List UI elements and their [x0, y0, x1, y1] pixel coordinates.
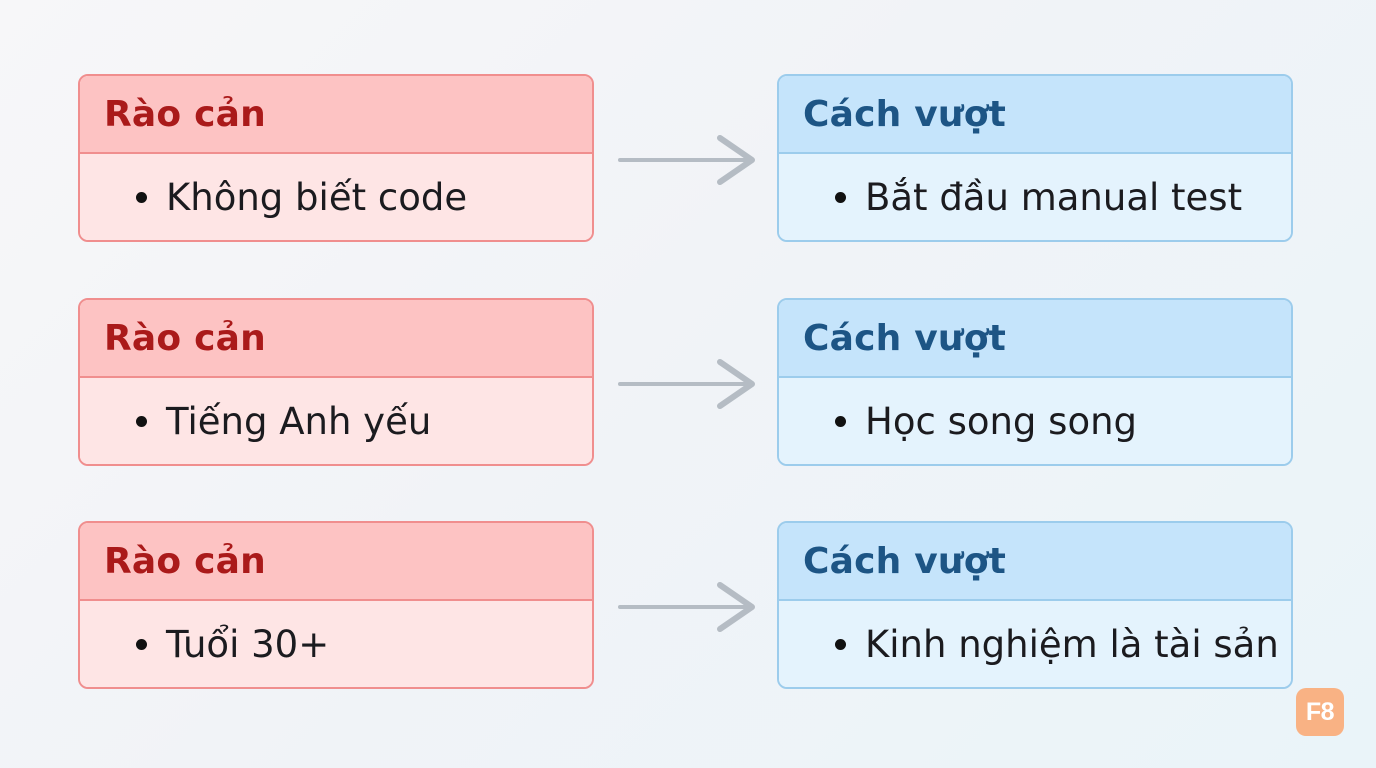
barrier-item: Tuổi 30+: [80, 601, 592, 687]
solution-item-text: Bắt đầu manual test: [865, 175, 1243, 219]
bullet-icon: [835, 191, 846, 203]
bullet-icon: [136, 191, 147, 203]
barrier-heading: Rào cản: [80, 523, 592, 601]
arrow-right-icon: [618, 582, 755, 632]
barrier-item-text: Tiếng Anh yếu: [166, 399, 432, 443]
barrier-item: Không biết code: [80, 154, 592, 240]
arrow-right-icon: [618, 359, 755, 409]
bullet-icon: [136, 415, 147, 427]
solution-item-text: Kinh nghiệm là tài sản: [865, 622, 1279, 666]
solution-heading: Cách vượt: [779, 523, 1291, 601]
barrier-heading: Rào cản: [80, 300, 592, 378]
bullet-icon: [835, 638, 846, 650]
solution-card-3: Cách vượt Kinh nghiệm là tài sản: [777, 521, 1293, 689]
bullet-icon: [835, 415, 846, 427]
solution-heading: Cách vượt: [779, 76, 1291, 154]
f8-logo: F8: [1296, 688, 1344, 736]
solution-item: Học song song: [779, 378, 1291, 464]
solution-item-text: Học song song: [865, 399, 1138, 443]
barrier-item: Tiếng Anh yếu: [80, 378, 592, 464]
barrier-item-text: Tuổi 30+: [166, 622, 330, 666]
arrow-right-icon: [618, 135, 755, 185]
solution-item: Bắt đầu manual test: [779, 154, 1291, 240]
solution-item: Kinh nghiệm là tài sản: [779, 601, 1291, 687]
barrier-item-text: Không biết code: [166, 175, 468, 219]
barrier-card-3: Rào cản Tuổi 30+: [78, 521, 594, 689]
solution-card-1: Cách vượt Bắt đầu manual test: [777, 74, 1293, 242]
barrier-card-1: Rào cản Không biết code: [78, 74, 594, 242]
solution-heading: Cách vượt: [779, 300, 1291, 378]
barrier-card-2: Rào cản Tiếng Anh yếu: [78, 298, 594, 466]
bullet-icon: [136, 638, 147, 650]
barrier-heading: Rào cản: [80, 76, 592, 154]
solution-card-2: Cách vượt Học song song: [777, 298, 1293, 466]
